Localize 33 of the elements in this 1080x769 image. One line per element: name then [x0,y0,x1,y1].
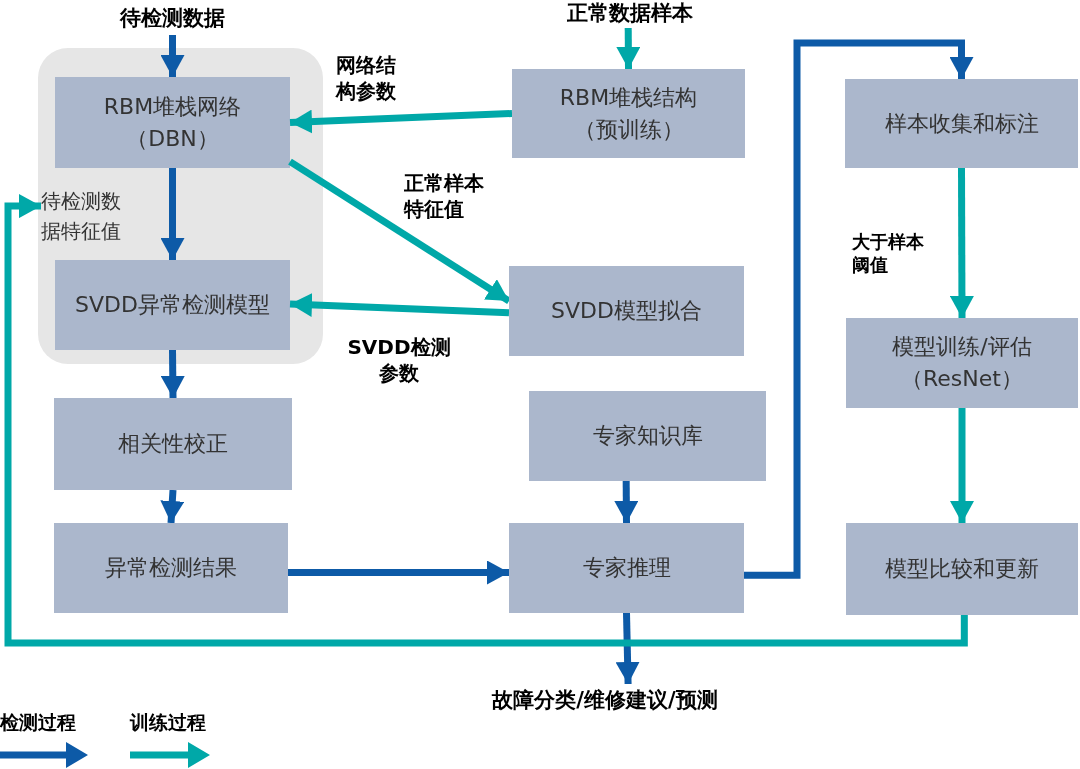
arrow [4,194,968,647]
arrow [160,349,185,399]
arrow [160,489,185,524]
process-box: 模型训练/评估（ResNet） [846,318,1078,408]
legend-text: 训练过程 [130,710,206,735]
arrow [615,612,640,685]
data-label: 待检测数据特征值 [41,183,131,249]
arrow [949,168,974,318]
arrow [160,35,185,77]
process-box: SVDD异常检测模型 [55,260,290,350]
arrow [160,168,185,260]
arrow [950,408,974,523]
process-box: 专家推理 [509,523,744,613]
process-box: 相关性校正 [54,398,292,490]
group-panel [38,48,323,364]
process-box: 异常检测结果 [54,523,288,613]
process-box: SVDD模型拟合 [509,266,744,356]
process-box: 专家知识库 [529,391,766,481]
arrow [614,480,639,524]
process-box: RBM堆栈结构（预训练） [512,69,745,158]
arrow [288,158,511,305]
process-box: 样本收集和标注 [845,79,1078,168]
flow-text: 待检测数据 [95,3,250,35]
process-box: RBM堆栈网络（DBN） [55,77,290,168]
legend-text: 检测过程 [0,710,76,735]
arrow [288,560,509,585]
process-box: 模型比较和更新 [846,523,1078,615]
arrow [616,27,641,70]
flow-text: 故障分类/维修建议/预测 [440,684,770,718]
flow-text: 正常数据样本 [540,0,720,28]
arrow [289,293,510,317]
arrow [744,39,974,579]
arrow [289,109,513,134]
